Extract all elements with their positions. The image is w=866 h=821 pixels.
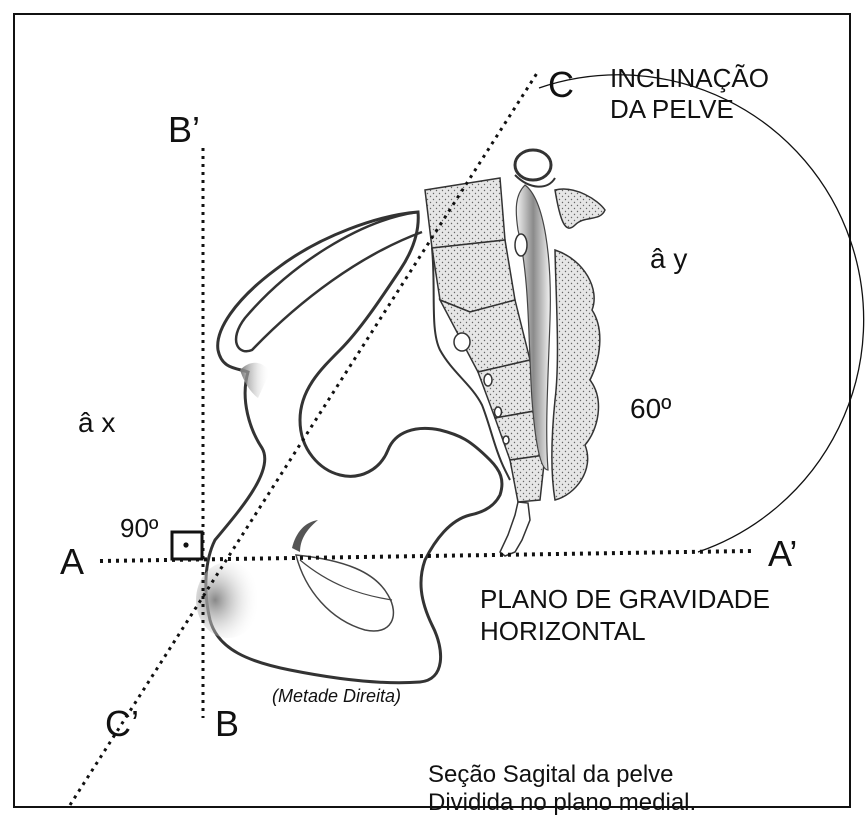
plane-line2: HORIZONTAL: [480, 616, 646, 646]
label-angle-90: 90º: [120, 513, 159, 543]
label-b: B: [215, 703, 239, 744]
label-angle-x: â x: [78, 407, 115, 438]
caption-line2: Dividida no plano medial.: [428, 789, 696, 816]
coccyx: [500, 502, 530, 556]
label-b-prime: B’: [168, 109, 200, 150]
label-c: C: [548, 64, 574, 105]
vertebra-top: [515, 150, 551, 180]
label-angle-60: 60º: [630, 393, 671, 424]
caption-line1: Seção Sagital da pelve: [428, 761, 674, 788]
half-note: (Metade Direita): [272, 686, 401, 706]
acetabulum-shade: [196, 562, 260, 638]
label-angle-y: â y: [650, 243, 687, 274]
plane-line1: PLANO DE GRAVIDADE: [480, 584, 770, 614]
label-c-prime: C’: [105, 703, 139, 744]
title-line2: DA PELVE: [610, 94, 734, 124]
title-line1: INCLINAÇÃO: [610, 63, 769, 93]
label-a: A: [60, 541, 84, 582]
right-angle-dot: [183, 542, 188, 547]
frame-border: [14, 14, 850, 807]
label-a-prime: A’: [768, 533, 797, 574]
